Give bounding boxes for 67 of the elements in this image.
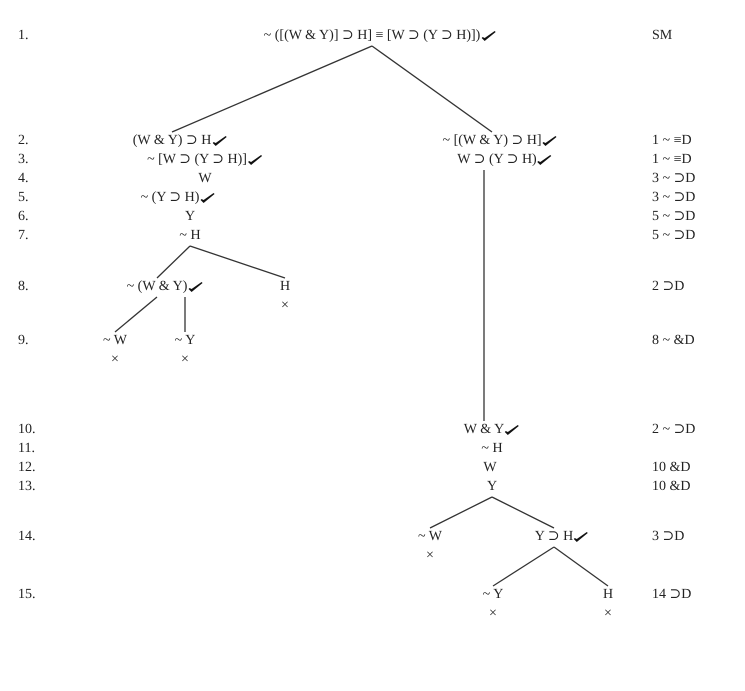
branch-line <box>492 546 554 587</box>
justification: 1 ~ ≡D <box>652 151 692 169</box>
formula: H <box>280 278 290 296</box>
closed-branch-mark: × <box>181 352 189 368</box>
formula: ~ [W ⊃ (Y ⊃ H)] <box>147 151 247 169</box>
justification: 8 ~ &D <box>652 332 695 350</box>
formula: ~ (Y ⊃ H) <box>140 189 200 207</box>
justification: 10 &D <box>652 459 690 477</box>
branch-line <box>184 297 186 332</box>
justification: 3 ~ ⊃D <box>652 170 696 188</box>
justification: 3 ⊃D <box>652 528 684 546</box>
line-number: 1. <box>18 27 28 45</box>
line-number: 15. <box>18 586 36 604</box>
justification: 5 ~ ⊃D <box>652 208 696 226</box>
line-number: 10. <box>18 421 36 439</box>
formula: ~ Y <box>174 332 196 350</box>
branch-line <box>172 45 372 133</box>
line-number: 13. <box>18 478 36 496</box>
formula: Y <box>184 208 196 226</box>
formula: ~ W <box>418 528 442 546</box>
formula: ~ ([(W & Y)] ⊃ H] ≡ [W ⊃ (Y ⊃ H)]) <box>264 27 480 45</box>
justification: 14 ⊃D <box>652 586 692 604</box>
formula: W <box>483 459 497 477</box>
line-number: 14. <box>18 528 36 546</box>
justification: 5 ~ ⊃D <box>652 227 696 245</box>
formula: Y ⊃ H <box>534 528 574 546</box>
branch-line <box>114 296 158 332</box>
branch-line <box>554 546 608 587</box>
justification: 10 &D <box>652 478 690 496</box>
line-number: 4. <box>18 170 28 188</box>
formula: Y <box>486 478 498 496</box>
justification: 1 ~ ≡D <box>652 132 692 150</box>
line-number: 6. <box>18 208 28 226</box>
branch-line <box>372 45 492 133</box>
closed-branch-mark: × <box>489 606 497 622</box>
formula: W & Y <box>464 421 504 439</box>
formula: ~ H <box>179 227 201 245</box>
justification: 3 ~ ⊃D <box>652 189 696 207</box>
line-number: 8. <box>18 278 28 296</box>
formula: W <box>198 170 212 188</box>
line-number: 2. <box>18 132 28 150</box>
closed-branch-mark: × <box>426 548 434 564</box>
formula: W ⊃ (Y ⊃ H) <box>457 151 537 169</box>
formula: ~ (W & Y) <box>126 278 188 296</box>
justification: 2 ⊃D <box>652 278 684 296</box>
branch-line <box>190 245 286 279</box>
formula: (W & Y) ⊃ H <box>132 132 212 150</box>
justification: 2 ~ ⊃D <box>652 421 696 439</box>
branch-line <box>483 170 485 421</box>
formula: H <box>602 586 614 604</box>
closed-branch-mark: × <box>111 352 119 368</box>
justification: SM <box>652 27 672 45</box>
line-number: 7. <box>18 227 28 245</box>
formula: ~ W <box>102 332 128 350</box>
line-number: 11. <box>18 440 35 458</box>
formula: ~ Y <box>482 586 504 604</box>
closed-branch-mark: × <box>604 606 612 622</box>
branch-line <box>156 246 190 278</box>
line-number: 5. <box>18 189 28 207</box>
line-number: 12. <box>18 459 36 477</box>
line-number: 3. <box>18 151 28 169</box>
closed-branch-mark: × <box>281 298 289 314</box>
branch-line <box>492 496 554 529</box>
branch-line <box>430 496 492 529</box>
line-number: 9. <box>18 332 28 350</box>
formula: ~ H <box>481 440 503 458</box>
formula: ~ [(W & Y) ⊃ H] <box>442 132 542 150</box>
